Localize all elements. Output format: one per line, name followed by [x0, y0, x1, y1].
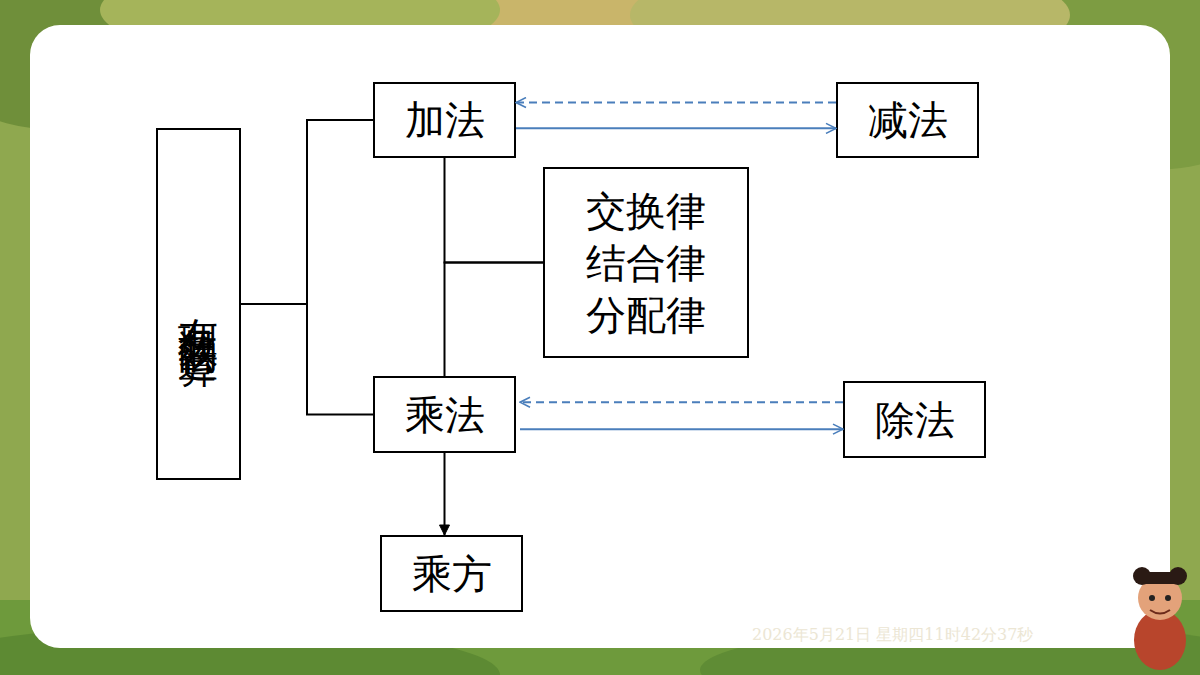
node-text: 除法	[875, 394, 955, 446]
node-text: 分配律	[586, 289, 706, 341]
connector-line	[445, 158, 544, 263]
node-text: 加法	[405, 94, 485, 146]
connector-arrow	[444, 453, 446, 535]
operation-box: 减法	[836, 82, 979, 158]
operation-box: 乘法	[373, 376, 516, 453]
node-text: 有理数的运算	[173, 286, 225, 322]
operation-box: 乘方	[380, 535, 523, 612]
node-text: 交换律	[586, 185, 706, 237]
node-text: 减法	[868, 94, 948, 146]
root-box: 有理数的运算	[156, 128, 241, 480]
connector-arrow	[520, 428, 843, 430]
node-text: 乘法	[405, 389, 485, 441]
connector-arrow	[520, 401, 843, 403]
connector-arrow	[516, 127, 836, 129]
watermark-text: 2026年5月21日 星期四11时42分37秒	[752, 625, 1033, 646]
node-text: 结合律	[586, 237, 706, 289]
mascot-figure	[1133, 567, 1187, 670]
connector-arrow	[516, 102, 836, 104]
connector-line	[241, 304, 373, 415]
operation-box: 加法	[373, 82, 516, 158]
node-text: 乘方	[412, 548, 492, 600]
operation-box: 除法	[843, 381, 986, 458]
connector-line	[241, 120, 373, 304]
laws-box: 交换律结合律分配律	[543, 167, 749, 358]
connector-line	[445, 263, 544, 377]
